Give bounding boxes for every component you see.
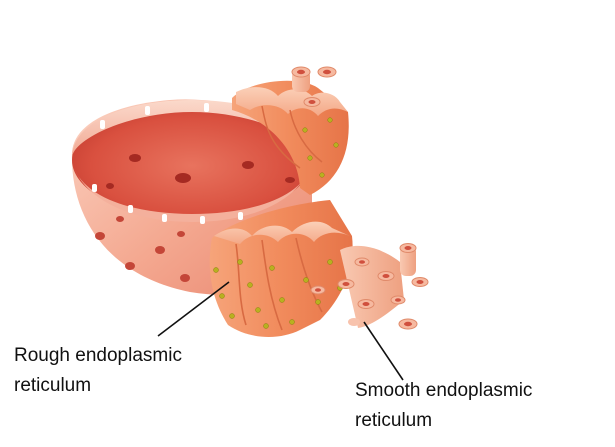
rough-er-label-line2: reticulum <box>14 375 92 396</box>
rough-er-lower-stack <box>209 200 353 337</box>
rough-er-leader-line <box>157 281 230 337</box>
rough-er-label-line1: Rough endoplasmic <box>14 345 182 366</box>
smooth-er-tubules <box>291 66 429 330</box>
smooth-er-label: Smooth endoplasmic reticulum <box>355 376 532 436</box>
smooth-er-label-line1: Smooth endoplasmic <box>355 380 533 401</box>
smooth-er-leader-line <box>363 321 404 381</box>
rough-er-label: Rough endoplasmic reticulum <box>14 341 182 401</box>
rough-er-upper-stack <box>232 80 349 195</box>
nuclear-envelope <box>71 99 312 295</box>
smooth-er-label-line2: reticulum <box>355 410 433 431</box>
